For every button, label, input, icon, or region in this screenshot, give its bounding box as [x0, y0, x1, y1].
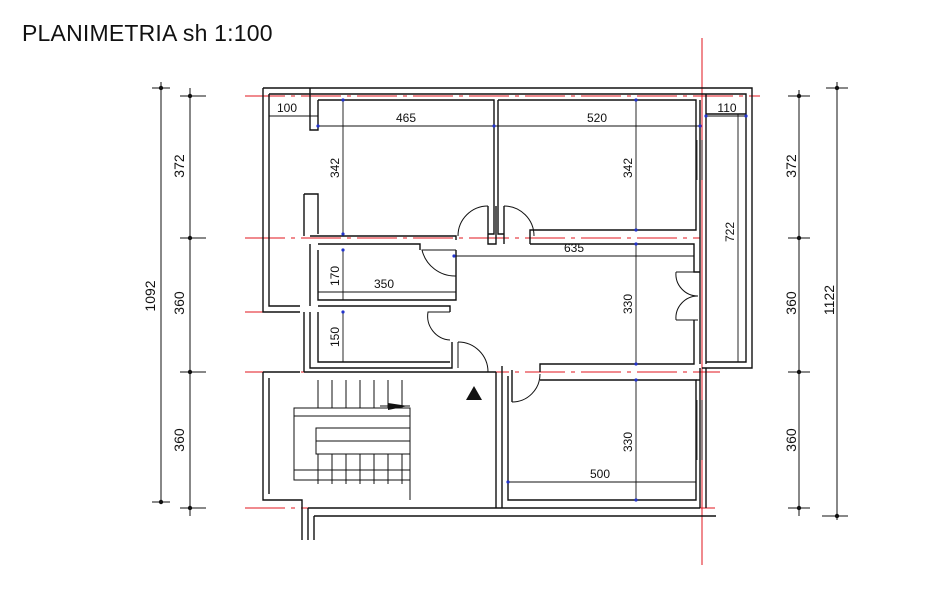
dim-top-465: 465	[396, 111, 416, 125]
dim-left-360-bottom: 360	[171, 428, 187, 452]
dim-right-360-bottom: 360	[783, 428, 799, 452]
stair-arrow-icon	[388, 403, 408, 410]
dim-bottom-330: 330	[621, 432, 635, 452]
dim-top-520: 520	[587, 111, 607, 125]
dim-bottom-500: 500	[590, 467, 610, 481]
dim-room2-height: 342	[621, 158, 635, 178]
entrance-marker-icon	[466, 386, 482, 400]
dim-room-150: 150	[328, 327, 342, 347]
dimension-nodes	[316, 98, 748, 502]
staircase	[293, 380, 411, 500]
right-dim-nodes	[796, 85, 840, 519]
door-swings	[421, 205, 699, 403]
left-dimension-chain	[152, 82, 206, 516]
dim-top-110: 110	[717, 101, 736, 115]
dim-left-372: 372	[171, 154, 187, 178]
walls	[262, 87, 753, 540]
drawing-title: PLANIMETRIA sh 1:100	[22, 20, 273, 46]
dim-left-360-middle: 360	[171, 291, 187, 315]
dim-balcony-722: 722	[723, 222, 737, 242]
interior-dimension-lines	[269, 100, 746, 500]
dim-left-total: 1092	[142, 280, 158, 311]
left-dim-nodes	[158, 85, 193, 511]
dim-right-total: 1122	[821, 285, 837, 315]
window-marks	[696, 140, 703, 460]
dim-corridor-635: 635	[564, 241, 584, 255]
dim-right-360-middle: 360	[783, 291, 799, 315]
dim-room-170: 170	[328, 266, 342, 286]
dim-room-350: 350	[374, 277, 394, 291]
stair-treads	[294, 380, 410, 484]
dim-top-100: 100	[277, 101, 297, 115]
dim-right-372: 372	[783, 154, 799, 178]
dim-room1-height: 342	[328, 158, 342, 178]
dim-living-330: 330	[621, 294, 635, 314]
